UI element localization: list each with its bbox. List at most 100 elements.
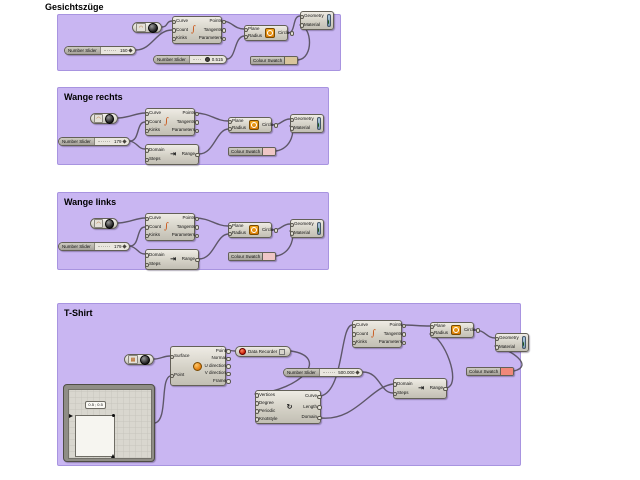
input-steps[interactable]: Steps [144,261,167,267]
number-slider-radius[interactable]: Number Slider 0.515 [153,55,227,64]
input-geometry[interactable]: Geometry [289,221,314,227]
input-count[interactable]: Count [351,330,369,337]
output-points[interactable]: Points [170,216,200,221]
surface-param[interactable]: ▦ [124,354,154,365]
input-material[interactable]: Material [289,125,316,131]
curve-component[interactable]: Curve Count Kinks ∫ Points Tangents Para… [144,108,200,136]
number-slider-count[interactable]: Number Slider 179 [58,137,130,146]
circle-component[interactable]: Plane Radius Circle [227,117,278,133]
output-circle[interactable]: Circle [464,326,480,333]
output-parameters[interactable]: Parameters [171,232,200,238]
input-kinks[interactable]: Kinks [171,36,190,41]
input-kinks[interactable]: Kinks [351,340,370,345]
input-geometry[interactable]: Geometry [289,116,314,122]
slider-grip-icon[interactable] [122,244,127,249]
output-tangents[interactable]: Tangents [377,331,407,337]
output-normal[interactable]: Normal [203,356,231,361]
colour-swatch-well[interactable] [263,253,275,260]
output-tangents[interactable]: Tangents [197,27,227,33]
input-vertices[interactable]: Vertices [254,392,280,398]
curve-param[interactable]: ◠ [90,218,118,229]
number-slider-steps[interactable]: Number Slider 500.000 [283,368,363,377]
output-points[interactable]: Points [197,19,227,24]
input-geometry[interactable]: Geometry [299,13,324,19]
input-kinks[interactable]: Kinks [144,128,163,133]
output-curve[interactable]: Curve [299,394,321,399]
input-curve[interactable]: Curve [351,322,369,328]
input-curve[interactable]: Curve [171,18,189,24]
output-points[interactable]: Points [377,323,407,328]
curve-component[interactable]: Curve Count Kinks ∫ Points Tangents Para… [144,213,200,241]
input-degree[interactable]: Degree [254,400,280,406]
input-geometry[interactable]: Geometry [494,335,519,341]
slider-grip-icon[interactable] [128,48,133,53]
output-parameters[interactable]: Parameters [378,339,407,345]
number-slider-count[interactable]: Number Slider 179 [58,242,130,251]
input-count[interactable]: Count [144,118,162,125]
input-radius[interactable]: Radius [227,230,247,236]
curve-component[interactable]: Curve Count Kinks ∫ Points Tangents Para… [351,320,407,348]
md-slider[interactable]: 0.5 ; 0.5 [63,384,155,462]
colour-swatch[interactable]: Colour Swatch [228,252,276,261]
circle-component[interactable]: Plane Radius Circle [429,322,480,338]
curve-param[interactable]: ◠ [132,22,162,33]
input-count[interactable]: Count [171,26,189,33]
recorder-clear-icon[interactable] [279,348,286,355]
output-points[interactable]: Points [170,111,200,116]
input-count[interactable]: Count [144,223,162,230]
input-domain[interactable]: Domain [144,146,165,153]
output-range[interactable]: Range [181,256,200,262]
output-circle[interactable]: Circle [262,226,278,233]
input-radius[interactable]: Radius [243,33,263,39]
input-steps[interactable]: Steps [144,156,167,162]
record-icon[interactable] [239,348,246,355]
curve-param[interactable]: ◠ [90,113,118,124]
output-circle[interactable]: Circle [278,29,294,36]
input-plane[interactable]: Plane [429,324,450,329]
input-material[interactable]: Material [289,230,316,236]
input-steps[interactable]: Steps [392,390,415,396]
circle-component[interactable]: Plane Radius Circle [243,25,294,41]
slider-grip-icon[interactable] [355,370,360,375]
colour-swatch-well[interactable] [263,148,275,155]
colour-swatch[interactable]: Colour Swatch [466,367,514,376]
input-radius[interactable]: Radius [227,125,247,131]
input-domain[interactable]: Domain [392,380,413,387]
output-circle[interactable]: Circle [262,121,278,128]
number-slider-count[interactable]: Number Slider 150 [64,46,136,55]
output-tangents[interactable]: Tangents [170,224,200,230]
output-length[interactable]: Length [299,404,321,410]
slider-grip-icon[interactable] [204,56,211,63]
input-kinks[interactable]: Kinks [144,233,163,238]
input-point[interactable]: Point [169,373,192,378]
input-surface[interactable]: Surface [169,353,190,359]
output-range[interactable]: Range [181,151,200,157]
output-range[interactable]: Range [429,385,448,391]
md-slider-point[interactable] [111,413,115,417]
input-periodic[interactable]: Periodic [254,408,280,414]
input-material[interactable]: Material [494,344,521,350]
interpolate-component[interactable]: Vertices Degree Periodic Knotstyle ↻ Cur… [254,390,321,424]
md-slider-area[interactable]: 0.5 ; 0.5 [68,389,152,459]
output-u-direction[interactable]: U direction [204,362,231,369]
colour-swatch[interactable]: Colour Swatch [228,147,276,156]
output-tangents[interactable]: Tangents [170,119,200,125]
custom-preview-component[interactable]: Geometry Material [289,114,324,133]
input-material[interactable]: Material [299,22,326,28]
output-domain[interactable]: Domain [301,414,321,420]
custom-preview-component[interactable]: Geometry Material [299,11,334,30]
output-parameters[interactable]: Parameters [171,127,200,133]
input-curve[interactable]: Curve [144,215,162,221]
custom-preview-component[interactable]: Geometry Material [494,333,529,352]
range-component[interactable]: Domain Steps ⇥ Range [392,378,448,399]
input-plane[interactable]: Plane [227,119,248,124]
input-plane[interactable]: Plane [243,27,264,32]
input-curve[interactable]: Curve [144,110,162,116]
output-v-direction[interactable]: V direction [203,371,231,376]
curve-component[interactable]: Curve Count Kinks ∫ Points Tangents Para… [171,16,227,44]
output-frame[interactable]: Frame [203,378,231,384]
input-plane[interactable]: Plane [227,224,248,229]
circle-component[interactable]: Plane Radius Circle [227,222,278,238]
slider-grip-icon[interactable] [122,139,127,144]
output-point[interactable]: Point [203,348,231,354]
